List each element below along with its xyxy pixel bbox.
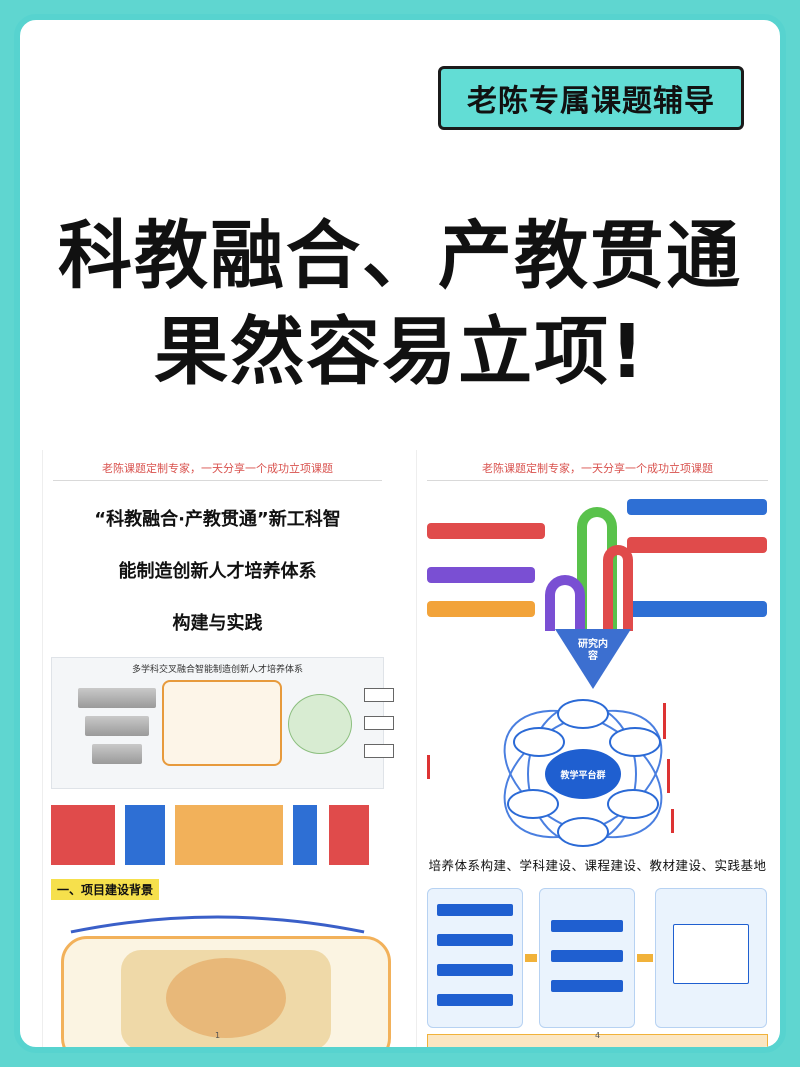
structure-card — [551, 980, 623, 992]
structure-card — [673, 924, 749, 984]
flow-block — [175, 805, 283, 865]
headline-line-2: 果然容易立项! — [154, 309, 646, 395]
diagram-a-title: 多学科交叉融合智能制造创新人才培养体系 — [131, 665, 303, 675]
platform-node — [609, 727, 661, 757]
platform-node — [513, 727, 565, 757]
page-number: 1 — [214, 1031, 221, 1040]
research-bar — [627, 537, 767, 553]
platform-node — [507, 789, 559, 819]
link-arrow — [525, 954, 537, 962]
page-number: 4 — [594, 1031, 601, 1040]
left-watermark: 老陈课题定制专家，一天分享一个成功立项课题 — [53, 450, 382, 481]
red-annotation — [671, 809, 759, 833]
poster-frame: 老陈专属课题辅导 科教融合、产教贯通 果然容易立项! 老陈课题定制专家，一天分享… — [14, 14, 786, 1053]
red-annotation — [663, 703, 751, 739]
structure-card — [551, 950, 623, 962]
flow-block — [51, 805, 115, 865]
section-tag: 一、项目建设背景 — [51, 879, 160, 900]
ellipse-shape — [288, 694, 352, 754]
output-box — [364, 688, 394, 702]
funnel-layer — [85, 716, 149, 736]
page-caption: 培养体系构建、学科建设、课程建设、教材建设、实践基地 — [428, 858, 767, 873]
flow-curve — [603, 545, 633, 631]
research-bar — [427, 601, 535, 617]
arrow-label: 研究内容 — [578, 639, 608, 662]
flow-diagram — [51, 801, 384, 869]
headline-line-1: 科教融合、产教贯通 — [58, 213, 742, 299]
research-arrow — [555, 629, 631, 689]
hub-node: 教学平台群 — [545, 749, 621, 799]
flow-block — [293, 805, 317, 865]
flow-block — [125, 805, 165, 865]
structure-card — [437, 964, 513, 976]
link-arrow — [637, 954, 653, 962]
left-page-thumbnail: 老陈课题定制专家，一天分享一个成功立项课题 “科教融合·产教贯通”新工科智 能制… — [42, 450, 394, 1047]
right-page-thumbnail: 老陈课题定制专家，一天分享一个成功立项课题 研究内容 教学平台群 — [416, 450, 778, 1047]
research-content-diagram: 研究内容 — [427, 489, 768, 689]
platform-node — [557, 817, 609, 847]
structure-card — [437, 904, 513, 916]
structure-card — [551, 920, 623, 932]
core-box — [162, 680, 282, 766]
research-bar — [627, 499, 767, 515]
structure-card — [437, 934, 513, 946]
doc-title-line-2: 能制造创新人才培养体系 — [118, 561, 317, 582]
flow-block — [329, 805, 369, 865]
flow-curve — [545, 575, 585, 631]
platform-orbit-diagram: 教学平台群 — [427, 683, 768, 865]
red-annotation — [427, 755, 515, 779]
structure-card — [437, 994, 513, 1006]
output-box — [364, 744, 394, 758]
platform-node — [557, 699, 609, 729]
doc-title-line-3: 构建与实践 — [172, 613, 263, 634]
ecosystem-diagram — [51, 908, 391, 1047]
core-ellipse — [166, 958, 286, 1038]
right-watermark: 老陈课题定制专家，一天分享一个成功立项课题 — [427, 450, 768, 481]
platform-node — [607, 789, 659, 819]
badge-label: 老陈专属课题辅导 — [438, 66, 744, 130]
funnel-layer — [78, 688, 156, 708]
talent-system-diagram: 多学科交叉融合智能制造创新人才培养体系 — [51, 657, 394, 789]
research-bar — [427, 567, 535, 583]
funnel-layer — [92, 744, 142, 764]
research-bar — [427, 523, 545, 539]
output-box — [364, 716, 394, 730]
research-bar — [627, 601, 767, 617]
course-system-bar — [427, 1034, 768, 1047]
arc-arrow — [70, 915, 365, 934]
red-annotation — [667, 759, 755, 793]
base-structure-diagram — [427, 884, 768, 1047]
doc-title-line-1: “科教融合·产教贯通”新工科智 — [94, 509, 341, 530]
